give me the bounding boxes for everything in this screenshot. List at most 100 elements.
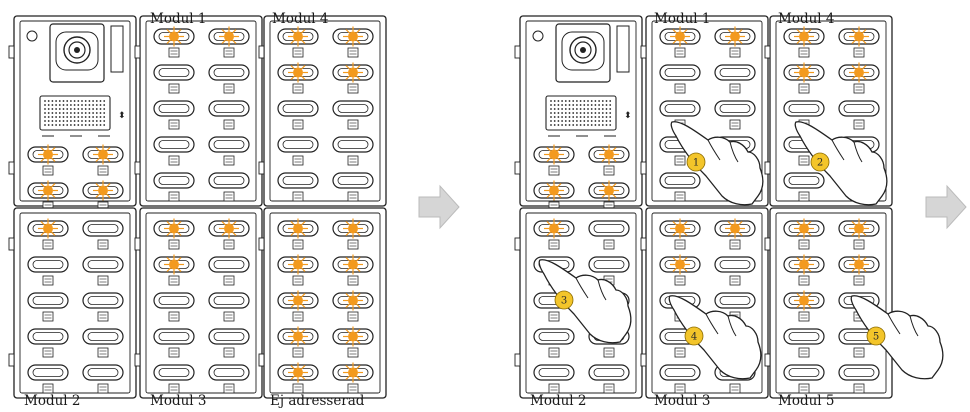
- grille-hole: [598, 120, 600, 122]
- grille-hole: [73, 104, 76, 106]
- grille-hole: [99, 116, 102, 118]
- grille-hole: [84, 116, 87, 118]
- mount-tab: [258, 45, 265, 59]
- name-tag: [223, 191, 235, 202]
- grille-hole: [605, 116, 608, 118]
- grille-hole: [609, 116, 612, 118]
- grille-hole: [77, 104, 80, 106]
- glow-ray: [356, 267, 361, 272]
- name-tag: [674, 275, 686, 286]
- grille-hole: [576, 112, 578, 114]
- lit-indicator: [794, 62, 814, 83]
- call-button: [153, 328, 195, 345]
- call-button: [82, 256, 124, 273]
- step-number: 1: [693, 158, 699, 169]
- glow-dot: [348, 331, 358, 342]
- call-button-inner: [719, 296, 751, 305]
- name-tag: [798, 83, 810, 94]
- grille-hole: [92, 104, 94, 106]
- grille-hole: [557, 104, 560, 106]
- call-button-inner: [87, 332, 119, 341]
- grille-hole: [44, 120, 46, 122]
- call-button: [783, 328, 825, 345]
- grille-hole: [568, 104, 571, 106]
- glow-ray: [796, 267, 801, 272]
- name-tag: [798, 275, 810, 286]
- glow-ray: [796, 257, 801, 262]
- glow-ray: [51, 221, 56, 226]
- grille-hole: [572, 112, 575, 114]
- grille-hole: [609, 100, 612, 102]
- glow-ray: [672, 231, 677, 236]
- name-tag: [292, 347, 304, 358]
- glow-ray: [727, 231, 732, 236]
- name-tag: [97, 239, 109, 250]
- grille-hole: [579, 124, 582, 126]
- call-button-inner: [282, 140, 314, 149]
- call-button-inner: [593, 224, 625, 233]
- grille-hole: [95, 108, 98, 110]
- name-tag: [168, 239, 180, 250]
- lit-indicator: [343, 218, 363, 239]
- glow-ray: [356, 75, 361, 80]
- mount-tab: [134, 45, 141, 59]
- name-tag: [729, 47, 741, 58]
- grille-hole: [553, 112, 556, 114]
- glow-ray: [95, 147, 100, 152]
- grille-hole: [609, 108, 612, 110]
- grille-hole: [92, 120, 94, 122]
- glow-ray: [177, 267, 182, 272]
- glow-dot: [549, 223, 559, 234]
- grille-hole: [55, 116, 57, 118]
- grille-hole: [99, 108, 102, 110]
- step-number: 2: [817, 158, 823, 169]
- call-button: [27, 292, 69, 309]
- glow-ray: [232, 29, 237, 34]
- grille-hole: [92, 100, 94, 102]
- name-tag: [97, 311, 109, 322]
- call-button-inner: [843, 368, 875, 377]
- usb-icon: ⬍: [624, 111, 632, 121]
- lit-indicator: [38, 180, 58, 201]
- name-tag: [548, 383, 560, 394]
- glow-ray: [106, 193, 111, 198]
- grille-hole: [47, 116, 50, 118]
- call-button-inner: [664, 104, 696, 113]
- grille-hole: [51, 116, 54, 118]
- call-button: [838, 364, 880, 381]
- lit-indicator: [343, 62, 363, 83]
- glow-ray: [290, 365, 295, 370]
- grille-hole: [51, 108, 54, 110]
- grille-hole: [70, 100, 72, 102]
- glow-ray: [345, 267, 350, 272]
- grille-hole: [103, 112, 106, 114]
- name-tag: [347, 83, 359, 94]
- call-button: [27, 328, 69, 345]
- name-tag: [729, 119, 741, 130]
- grille-hole: [58, 124, 61, 126]
- grille-hole: [564, 108, 567, 110]
- glow-ray: [106, 147, 111, 152]
- mount-tab: [8, 353, 15, 367]
- call-button-inner: [32, 332, 64, 341]
- glow-dot: [43, 149, 53, 160]
- call-button-inner: [664, 176, 696, 185]
- grille-hole: [550, 108, 552, 110]
- grille-hole: [51, 100, 54, 102]
- grille-hole: [576, 116, 578, 118]
- grille-hole: [55, 100, 57, 102]
- grille-hole: [550, 116, 552, 118]
- hand-finger-line: [705, 313, 719, 335]
- name-tag: [729, 239, 741, 250]
- glow-ray: [301, 365, 306, 370]
- grille-hole: [99, 100, 102, 102]
- grille-hole: [73, 116, 76, 118]
- call-button-inner: [593, 260, 625, 269]
- usb-icon: ⬍: [118, 111, 126, 121]
- call-button-inner: [664, 68, 696, 77]
- glow-ray: [862, 257, 867, 262]
- grille-hole: [66, 104, 69, 106]
- call-button: [714, 64, 756, 81]
- lit-indicator: [38, 144, 58, 165]
- grille-hole: [44, 116, 46, 118]
